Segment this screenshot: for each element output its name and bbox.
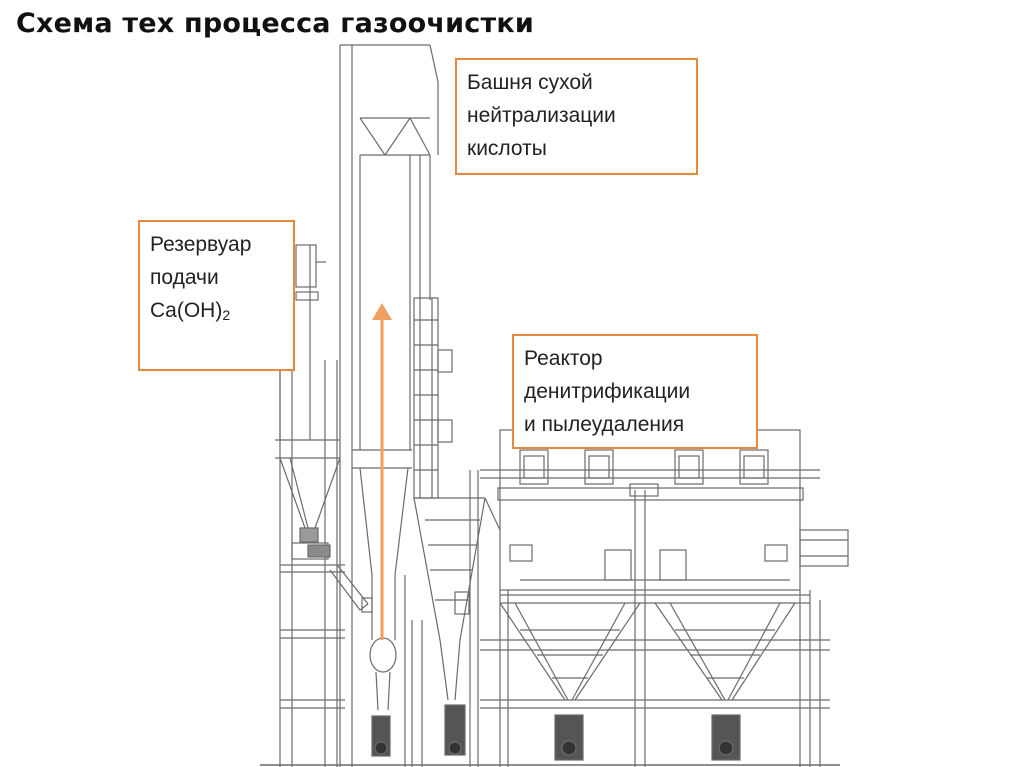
denitrification-reactor bbox=[469, 429, 849, 767]
label-text: Башня сухой bbox=[467, 71, 593, 94]
formula-main: Ca(OH) bbox=[150, 299, 223, 322]
label-text: денитрификации bbox=[524, 380, 691, 403]
label-text: Реактор bbox=[524, 347, 603, 370]
label-text: нейтрализации bbox=[467, 104, 616, 127]
dry-neutralization-tower bbox=[339, 44, 439, 767]
label-text: Резервуар bbox=[150, 233, 252, 256]
lattice-column bbox=[411, 297, 501, 767]
label-text: кислоты bbox=[467, 137, 547, 160]
flow-direction-arrow bbox=[372, 303, 392, 640]
page-title: Схема тех процесса газоочистки bbox=[16, 8, 534, 39]
reagent-tank-structure bbox=[275, 244, 373, 767]
label-dry-neutralization-tower: Башня сухой нейтрализации кислоты bbox=[455, 58, 698, 175]
label-denitrification-reactor: Реактор денитрификации и пылеудаления bbox=[512, 334, 758, 449]
formula-subscript: 2 bbox=[222, 307, 231, 323]
label-text: подачи bbox=[150, 266, 219, 289]
label-formula: Ca(OH)2 bbox=[150, 294, 283, 332]
label-reagent-tank: Резервуар подачи Ca(OH)2 bbox=[138, 220, 295, 371]
label-text: и пылеудаления bbox=[524, 413, 685, 436]
